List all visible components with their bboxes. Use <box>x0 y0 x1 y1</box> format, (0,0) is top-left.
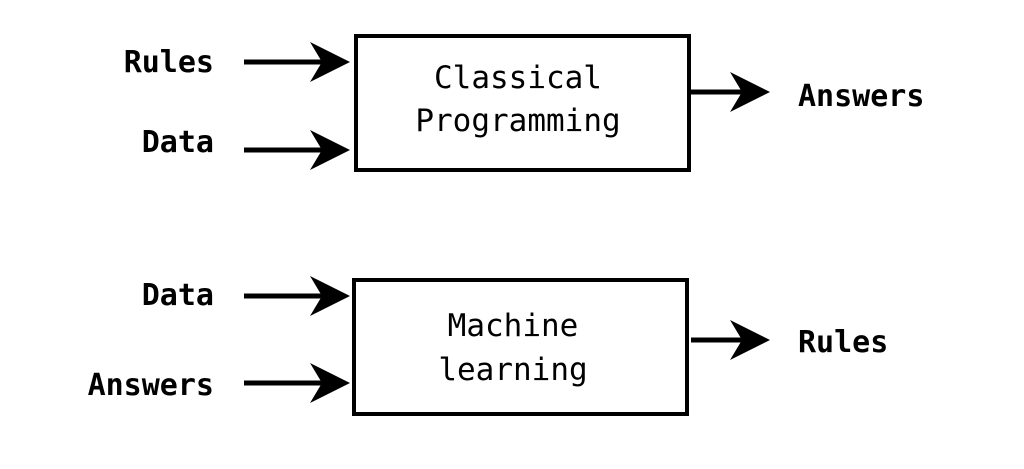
classical-output-arrow <box>691 72 770 112</box>
ml-box-line-1: Machine <box>448 308 579 344</box>
classical-programming-block: Rules Data Classical Programming Answers <box>124 34 924 172</box>
classical-input-data-arrow <box>244 130 350 170</box>
classical-input-rules-arrow <box>244 42 350 82</box>
classical-output-answers-label: Answers <box>798 79 924 114</box>
classical-programming-box <box>354 34 691 172</box>
classical-box-line-2: Programming <box>415 103 620 139</box>
classical-input-data-label: Data <box>142 125 214 160</box>
machine-learning-block: Data Answers Machine learning Rules <box>88 276 888 416</box>
ml-output-arrow <box>691 320 770 360</box>
ml-input-data-arrow <box>244 276 350 316</box>
ml-input-answers-label: Answers <box>88 368 214 403</box>
ml-input-answers-arrow <box>244 363 350 403</box>
classical-input-rules-label: Rules <box>124 45 214 80</box>
ml-box-line-2: learning <box>438 352 587 388</box>
machine-learning-box <box>352 278 689 416</box>
ml-output-rules-label: Rules <box>798 325 888 360</box>
ml-input-data-label: Data <box>142 278 214 313</box>
classical-box-line-1: Classical <box>434 60 602 96</box>
